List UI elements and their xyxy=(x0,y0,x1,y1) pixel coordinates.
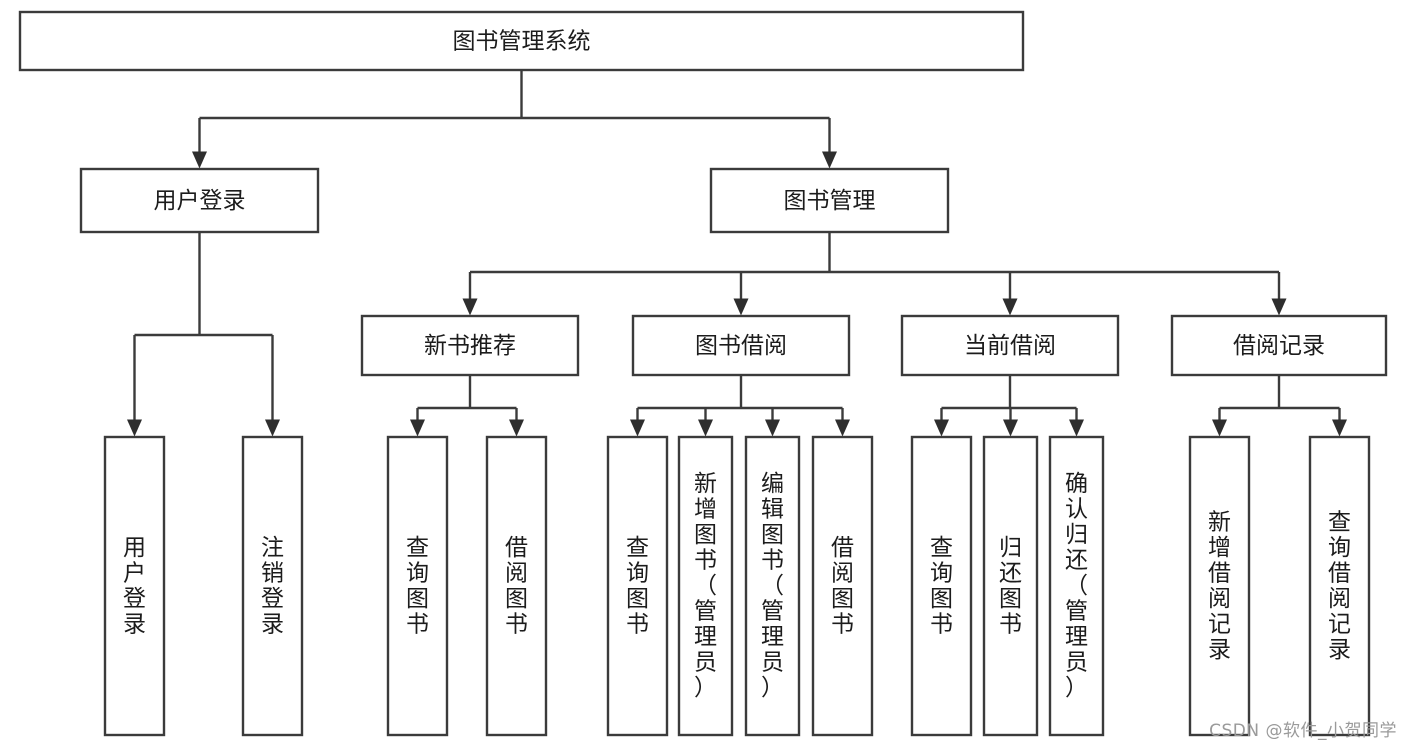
node-label-leaf-borrow-book-1: 借阅图书 xyxy=(505,534,528,637)
node-label-leaf-add-book-admin: 新增图书（管理员） xyxy=(694,471,717,701)
node-box-leaf-user-login xyxy=(103,435,166,737)
node-label-leaf-user-login: 用户登录 xyxy=(123,534,146,637)
node-label-leaf-user-logout: 注销登录 xyxy=(261,534,284,637)
node-label-book-borrow: 图书借阅 xyxy=(695,333,787,359)
arrowhead-icon xyxy=(630,419,645,437)
node-label-root: 图书管理系统 xyxy=(453,29,591,55)
node-label-leaf-return-book: 归还图书 xyxy=(999,534,1022,637)
arrowhead-icon xyxy=(192,151,207,169)
arrowhead-icon xyxy=(733,298,749,316)
node-label-leaf-add-borrow-record: 新增借阅记录 xyxy=(1208,509,1231,663)
node-leaf-borrow-book-2[interactable]: 借阅图书 xyxy=(811,435,874,737)
node-box-leaf-add-borrow-record xyxy=(1188,435,1251,737)
node-root[interactable]: 图书管理系统 xyxy=(18,10,1025,72)
arrowhead-icon xyxy=(462,298,478,316)
csdn-watermark: CSDN @软件_小贺同学 xyxy=(1209,721,1397,741)
node-box-current-borrow xyxy=(900,314,1120,377)
node-label-leaf-edit-book-admin: 编辑图书（管理员） xyxy=(761,471,784,701)
arrowhead-icon xyxy=(934,419,949,437)
arrowhead-icon xyxy=(698,419,713,437)
node-box-leaf-confirm-return-admin xyxy=(1048,435,1105,737)
node-box-leaf-query-borrow-record xyxy=(1308,435,1371,737)
node-box-book-borrow xyxy=(631,314,851,377)
node-label-leaf-query-book-1: 查询图书 xyxy=(406,534,429,637)
node-label-leaf-query-book-3: 查询图书 xyxy=(930,534,953,637)
node-leaf-confirm-return-admin[interactable]: 确认归还（管理员） xyxy=(1048,435,1105,737)
arrowhead-icon xyxy=(1069,419,1084,437)
connector-userlogin-to-leaves xyxy=(127,232,280,437)
arrowhead-icon xyxy=(509,419,524,437)
node-label-leaf-query-borrow-record: 查询借阅记录 xyxy=(1328,509,1351,663)
node-leaf-add-borrow-record[interactable]: 新增借阅记录 xyxy=(1188,435,1251,737)
node-leaf-user-login[interactable]: 用户登录 xyxy=(103,435,166,737)
nodes-layer: 图书管理系统用户登录图书管理新书推荐图书借阅当前借阅借阅记录用户登录注销登录查询… xyxy=(18,10,1388,737)
node-leaf-query-book-1[interactable]: 查询图书 xyxy=(386,435,449,737)
node-box-leaf-user-logout xyxy=(241,435,304,737)
node-box-leaf-query-book-2 xyxy=(606,435,669,737)
node-label-user-login: 用户登录 xyxy=(154,188,246,214)
node-box-root xyxy=(18,10,1025,72)
arrowhead-icon xyxy=(127,419,142,437)
node-leaf-user-logout[interactable]: 注销登录 xyxy=(241,435,304,737)
arrowhead-icon xyxy=(835,419,850,437)
node-box-borrow-records xyxy=(1170,314,1388,377)
node-leaf-borrow-book-1[interactable]: 借阅图书 xyxy=(485,435,548,737)
node-label-leaf-confirm-return-admin: 确认归还（管理员） xyxy=(1065,471,1088,701)
node-box-book-management xyxy=(709,167,950,234)
connectors-layer xyxy=(127,70,1347,437)
node-box-leaf-return-book xyxy=(982,435,1039,737)
node-box-leaf-borrow-book-2 xyxy=(811,435,874,737)
node-leaf-add-book-admin[interactable]: 新增图书（管理员） xyxy=(677,435,734,737)
node-book-management[interactable]: 图书管理 xyxy=(709,167,950,234)
arrowhead-icon xyxy=(1332,419,1347,437)
connector-root-to-level2 xyxy=(192,70,837,169)
node-leaf-query-book-2[interactable]: 查询图书 xyxy=(606,435,669,737)
node-box-new-book-recommend xyxy=(360,314,580,377)
arrowhead-icon xyxy=(410,419,425,437)
arrowhead-icon xyxy=(765,419,780,437)
connector-borrow-records-to-leaves xyxy=(1212,375,1347,437)
node-box-leaf-edit-book-admin xyxy=(744,435,801,737)
node-label-current-borrow: 当前借阅 xyxy=(964,333,1056,359)
node-box-leaf-add-book-admin xyxy=(677,435,734,737)
node-label-new-book-recommend: 新书推荐 xyxy=(424,333,516,359)
arrowhead-icon xyxy=(822,151,837,169)
node-label-leaf-borrow-book-2: 借阅图书 xyxy=(831,534,854,637)
arrowhead-icon xyxy=(1002,298,1018,316)
node-box-leaf-borrow-book-1 xyxy=(485,435,548,737)
arrowhead-icon xyxy=(1271,298,1287,316)
arrowhead-icon xyxy=(1003,419,1018,437)
node-leaf-query-book-3[interactable]: 查询图书 xyxy=(910,435,973,737)
connector-book-borrow-to-leaves xyxy=(630,375,850,437)
node-leaf-query-borrow-record[interactable]: 查询借阅记录 xyxy=(1308,435,1371,737)
arrowhead-icon xyxy=(1212,419,1227,437)
connector-bookmgmt-to-level3 xyxy=(462,232,1287,316)
node-box-user-login xyxy=(79,167,320,234)
node-box-leaf-query-book-1 xyxy=(386,435,449,737)
node-label-book-management: 图书管理 xyxy=(784,188,876,214)
node-label-leaf-query-book-2: 查询图书 xyxy=(626,534,649,637)
node-book-borrow[interactable]: 图书借阅 xyxy=(631,314,851,377)
node-new-book-recommend[interactable]: 新书推荐 xyxy=(360,314,580,377)
connector-current-borrow-to-leaves xyxy=(934,375,1084,437)
node-leaf-return-book[interactable]: 归还图书 xyxy=(982,435,1039,737)
connector-new-book-recommend-to-leaves xyxy=(410,375,524,437)
node-box-leaf-query-book-3 xyxy=(910,435,973,737)
node-borrow-records[interactable]: 借阅记录 xyxy=(1170,314,1388,377)
node-user-login[interactable]: 用户登录 xyxy=(79,167,320,234)
node-label-borrow-records: 借阅记录 xyxy=(1233,333,1325,359)
arrowhead-icon xyxy=(265,419,280,437)
node-current-borrow[interactable]: 当前借阅 xyxy=(900,314,1120,377)
node-leaf-edit-book-admin[interactable]: 编辑图书（管理员） xyxy=(744,435,801,737)
